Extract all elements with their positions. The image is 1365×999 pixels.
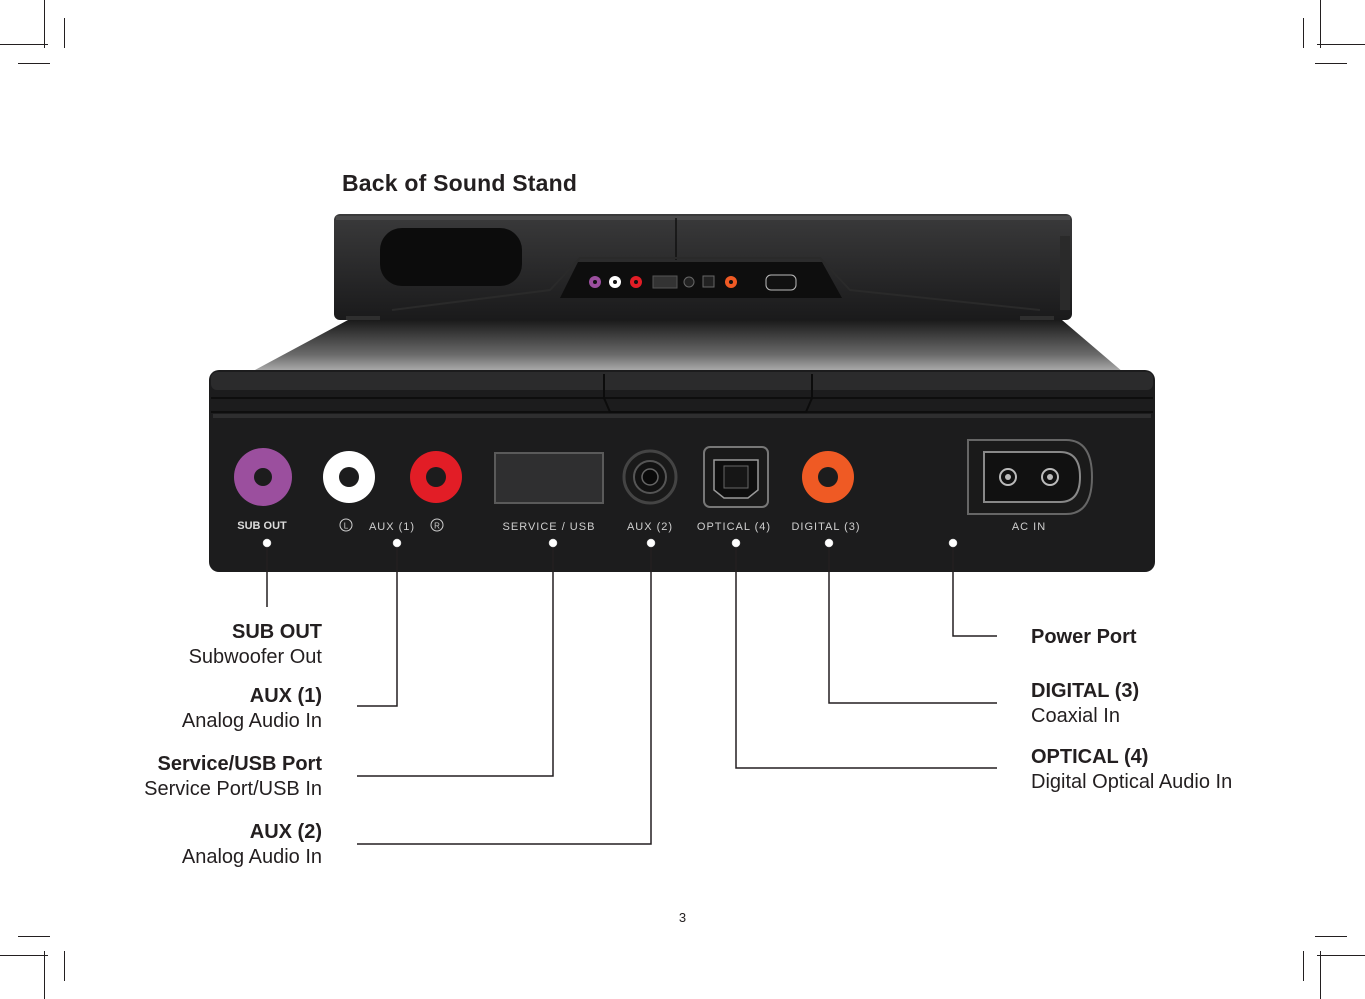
crop-mark xyxy=(18,936,50,937)
left-channel-marker xyxy=(339,518,353,532)
panel-label-l: L xyxy=(344,522,349,531)
zoom-funnel xyxy=(240,320,1130,378)
callout-aux2: AUX (2) Analog Audio In xyxy=(182,820,322,870)
callout-sub-out-desc: Subwoofer Out xyxy=(188,646,322,668)
callout-optical: OPTICAL (4) Digital Optical Audio In xyxy=(1031,745,1232,795)
callout-dot xyxy=(262,538,272,548)
callout-digital-desc: Coaxial In xyxy=(1031,705,1120,727)
panel-label-digital: DIGITAL (3) xyxy=(791,521,860,533)
panel-label-sub-out: SUB OUT xyxy=(237,520,287,532)
crop-mark xyxy=(1320,0,1321,48)
callout-service-usb: Service/USB Port Service Port/USB In xyxy=(144,752,322,802)
service-usb-port xyxy=(494,452,604,504)
panel-label-r: R xyxy=(434,522,440,531)
page-number: 3 xyxy=(678,910,687,925)
crop-mark xyxy=(18,63,50,64)
leader-lines xyxy=(266,543,997,845)
callout-digital-name: DIGITAL (3) xyxy=(1031,680,1140,702)
panel-label-optical: OPTICAL (4) xyxy=(697,521,771,533)
optical-port xyxy=(703,446,769,508)
right-channel-marker xyxy=(430,518,444,532)
ac-in-port xyxy=(967,439,1094,515)
page-title: Back of Sound Stand xyxy=(342,170,578,196)
callout-dot xyxy=(646,538,656,548)
callout-dot xyxy=(392,538,402,548)
callout-power-name: Power Port xyxy=(1031,626,1137,648)
panel-label-service-usb: SERVICE / USB xyxy=(503,521,596,533)
callout-service-usb-name: Service/USB Port xyxy=(157,753,322,775)
panel-label-aux1: AUX (1) xyxy=(369,521,415,533)
callout-dot xyxy=(731,538,741,548)
crop-mark xyxy=(1315,936,1347,937)
callout-dot xyxy=(948,538,958,548)
rear-panel xyxy=(209,370,1155,572)
callout-service-usb-desc: Service Port/USB In xyxy=(144,778,322,800)
crop-mark xyxy=(1317,44,1365,45)
crop-mark xyxy=(1315,63,1347,64)
callout-aux2-name: AUX (2) xyxy=(249,821,322,843)
callout-optical-name: OPTICAL (4) xyxy=(1031,746,1149,768)
callout-aux1-desc: Analog Audio In xyxy=(181,710,322,732)
crop-mark xyxy=(1303,18,1304,48)
crop-mark xyxy=(44,0,45,48)
sound-stand-top-view xyxy=(334,214,1072,320)
crop-mark xyxy=(1320,951,1321,999)
callout-dot xyxy=(548,538,558,548)
crop-mark xyxy=(0,955,48,956)
callout-optical-desc: Digital Optical Audio In xyxy=(1031,771,1233,793)
callout-dot xyxy=(824,538,834,548)
crop-mark xyxy=(64,951,65,981)
callout-aux2-desc: Analog Audio In xyxy=(181,846,322,868)
crop-mark xyxy=(1303,951,1304,981)
crop-mark xyxy=(44,951,45,999)
crop-mark xyxy=(64,18,65,48)
panel-label-ac-in: AC IN xyxy=(1012,521,1046,533)
callout-sub-out-name: SUB OUT xyxy=(232,621,322,643)
callout-aux1-name: AUX (1) xyxy=(249,685,322,707)
panel-label-aux2: AUX (2) xyxy=(627,521,673,533)
callout-aux1: AUX (1) Analog Audio In xyxy=(182,684,322,734)
crop-mark xyxy=(0,44,48,45)
callout-power: Power Port xyxy=(1031,625,1137,650)
crop-mark xyxy=(1317,955,1365,956)
callout-sub-out: SUB OUT Subwoofer Out xyxy=(189,620,322,670)
callout-digital: DIGITAL (3) Coaxial In xyxy=(1031,679,1139,729)
